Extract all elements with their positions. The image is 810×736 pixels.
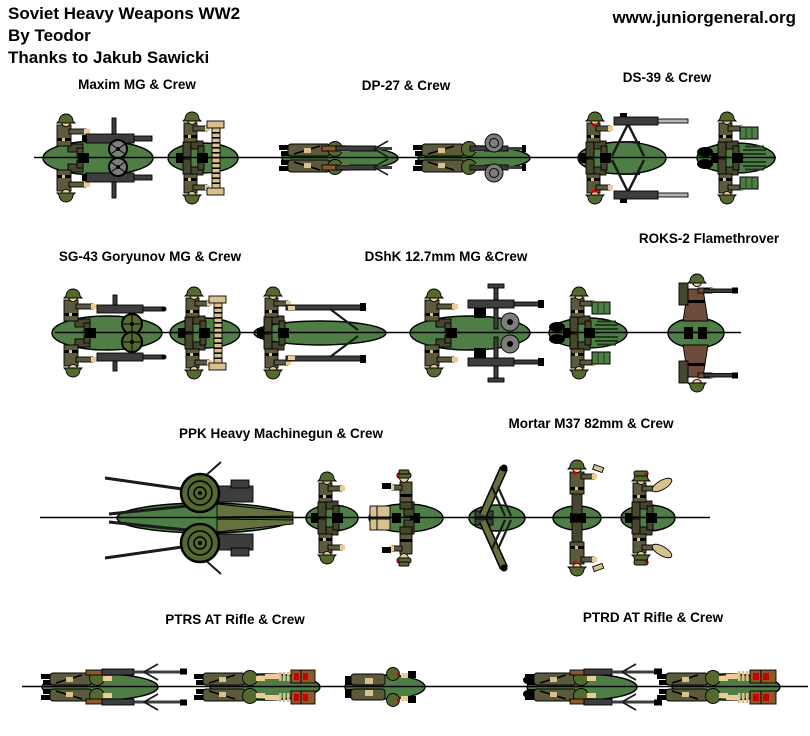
section-label-dshk: DShK 12.7mm MG &Crew [364,249,528,264]
sheet-author: By Teodor [8,26,91,45]
section-label-ds39: DS-39 & Crew [622,70,712,85]
unit-dp27-gunner-2 [412,133,531,182]
fold-lines [22,156,808,688]
unit-ptrs-officer [344,667,426,707]
unit-ppk-officer [368,469,444,567]
section-label-dp27: DP-27 & Crew [361,78,451,93]
website-url: www.juniorgeneral.org [612,8,796,27]
unit-roks2-flamethrower [667,273,739,393]
sheet-credits: Thanks to Jakub Sawicki [8,48,210,67]
sheet-title: Soviet Heavy Weapons WW2 [8,4,241,23]
section-label-sg43: SG-43 Goryunov MG & Crew [58,249,242,264]
section-label-ptrs: PTRS AT Rifle & Crew [165,612,305,627]
section-label-maxim: Maxim MG & Crew [78,77,196,92]
section-label-mortar: Mortar M37 82mm & Crew [508,416,674,431]
section-label-ppk: PPK Heavy Machinegun & Crew [178,426,384,441]
section-label-ptrd: PTRD AT Rifle & Crew [582,610,724,625]
section-label-roks2: ROKS-2 Flamethrover [638,231,780,246]
